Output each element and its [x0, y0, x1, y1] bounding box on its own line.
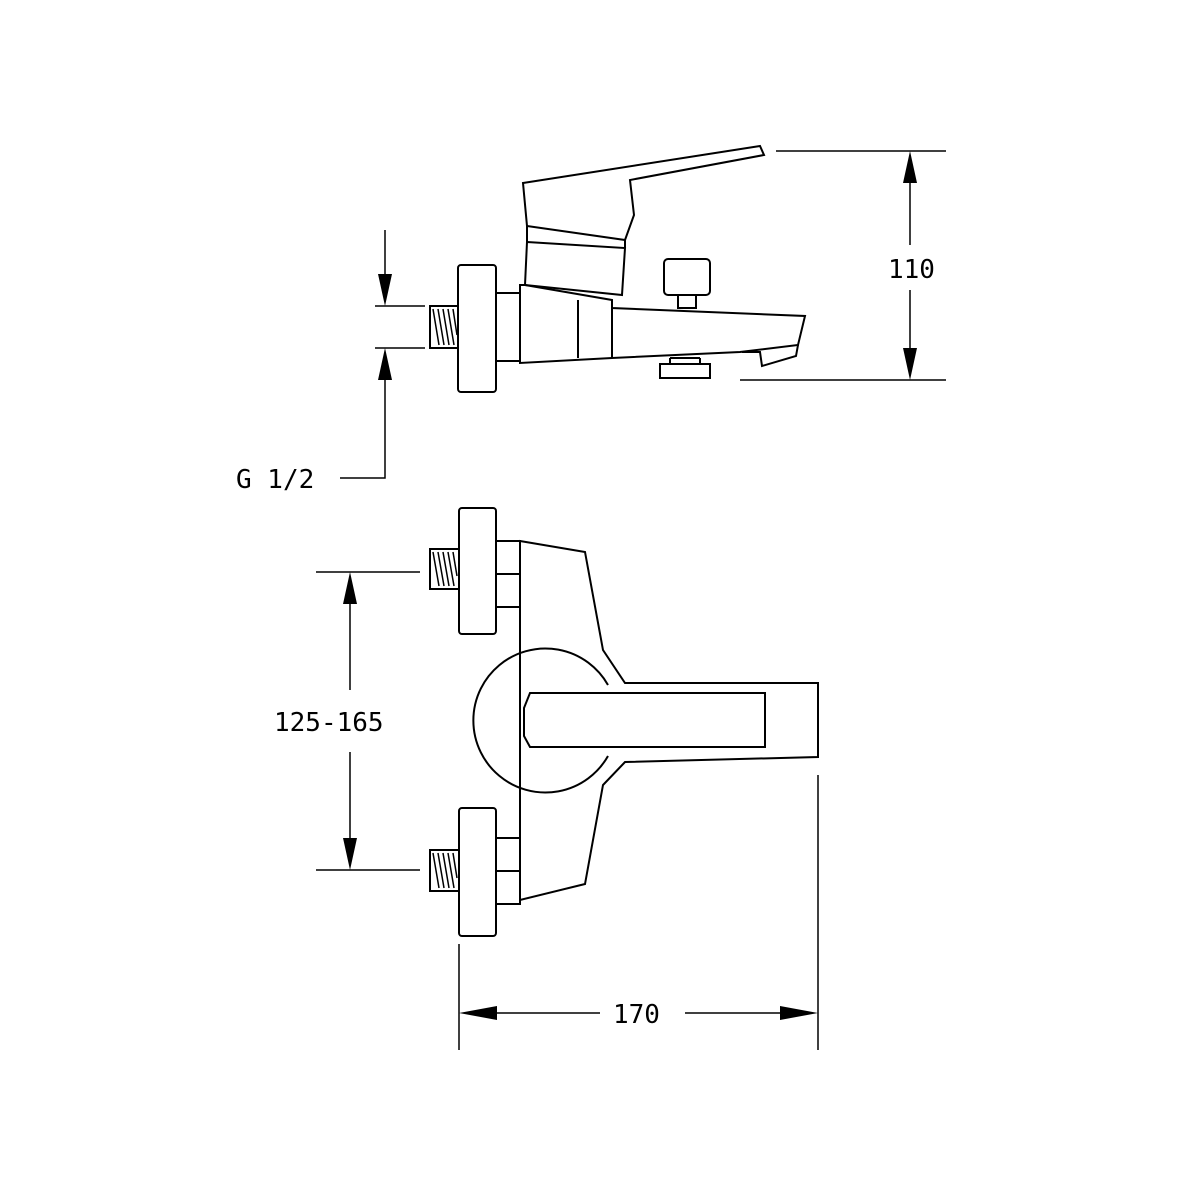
side-view: 110 G 1/2	[236, 144, 946, 495]
front-view: 125-165 170	[274, 507, 819, 1050]
side-union-nut	[495, 292, 521, 362]
front-lever-handle	[523, 692, 766, 748]
front-cartridge-hub	[472, 647, 609, 794]
centers-label: 125-165	[274, 708, 384, 738]
side-cartridge-housing	[523, 240, 627, 297]
side-threaded-connector	[429, 305, 459, 349]
front-upper-connector	[429, 548, 460, 590]
width-arrow-right	[780, 1006, 818, 1020]
height-label: 110	[888, 255, 935, 285]
centers-arrow-bottom	[343, 838, 357, 870]
centers-dimension: 125-165	[274, 571, 420, 871]
side-diverter-knob	[663, 258, 711, 309]
thread-label: G 1/2	[236, 465, 314, 495]
front-lower-flange	[458, 807, 497, 937]
front-upper-flange	[458, 507, 497, 635]
side-mixer-body	[519, 284, 807, 365]
width-arrow-left	[459, 1006, 497, 1020]
front-lower-connector	[429, 849, 460, 892]
width-label: 170	[613, 1000, 660, 1030]
thread-arrow-top	[378, 274, 392, 306]
side-shower-outlet	[659, 357, 711, 379]
side-wall-flange	[457, 264, 497, 393]
height-arrow-top	[903, 151, 917, 183]
side-spout-outlet	[742, 344, 799, 368]
front-mixer-body	[519, 539, 819, 902]
width-dimension: 170	[458, 775, 819, 1050]
side-lever-handle	[521, 144, 766, 242]
thread-callout: G 1/2	[236, 230, 425, 495]
height-dimension: 110	[740, 150, 946, 381]
centers-arrow-top	[343, 572, 357, 604]
height-arrow-bottom	[903, 348, 917, 380]
